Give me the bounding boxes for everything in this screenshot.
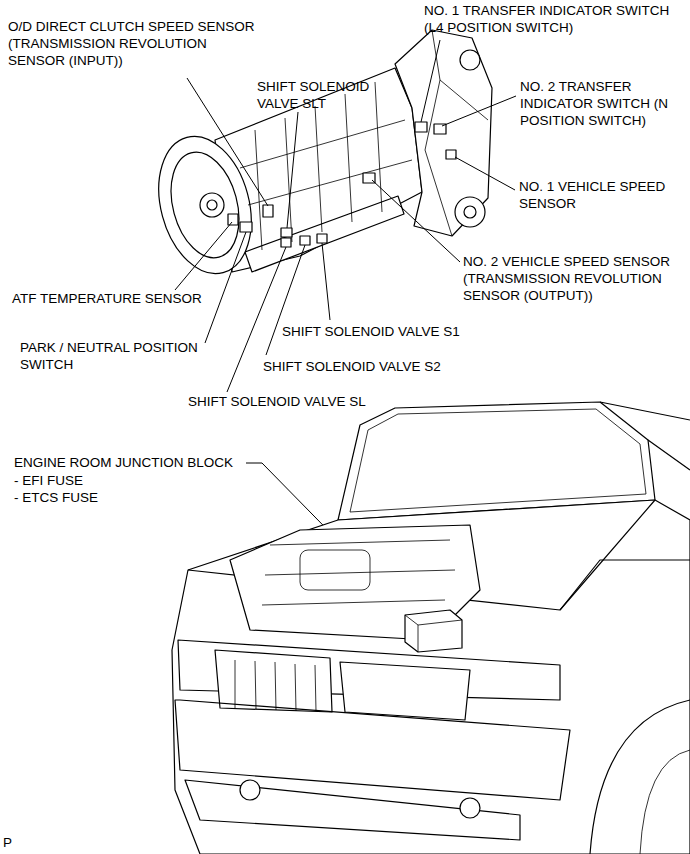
leader-line — [455, 157, 515, 190]
part-label: NO. 1 VEHICLE SPEED SENSOR — [519, 178, 679, 212]
leader-line — [421, 40, 440, 122]
vehicle-drawing — [172, 402, 690, 854]
windshield — [350, 409, 646, 512]
junction-block-edge — [405, 615, 462, 652]
fog-light — [240, 780, 260, 800]
part-label: NO. 2 VEHICLE SPEED SENSOR (TRANSMISSION… — [463, 253, 678, 304]
part-label: O/D DIRECT CLUTCH SPEED SENSOR (TRANSMIS… — [8, 18, 266, 69]
part-label: P — [3, 834, 12, 851]
output-flange-center — [464, 206, 476, 218]
bell-housing-rim — [160, 145, 250, 266]
od-clutch-sensor — [263, 205, 273, 217]
input-shaft — [200, 193, 224, 217]
s1-solenoid — [317, 234, 327, 243]
headlight — [340, 662, 470, 720]
bell-housing — [144, 126, 265, 284]
leader-line — [372, 180, 460, 262]
part-label: SHIFT SOLENOID VALVE S2 — [263, 358, 441, 375]
output-flange — [455, 197, 485, 227]
part-label: NO. 2 TRANSFER INDICATOR SWITCH (N POSIT… — [520, 78, 672, 129]
leader-line — [287, 112, 298, 228]
l4-switch — [415, 122, 427, 132]
part-label: - EFI FUSE — [14, 472, 83, 489]
roof-line — [600, 402, 690, 470]
fender-line — [560, 560, 690, 610]
leader-line — [187, 78, 268, 206]
lower-bumper — [185, 780, 520, 840]
grille-bars — [235, 660, 316, 711]
transfer-case-lines — [425, 30, 488, 236]
grille — [215, 650, 332, 712]
slt-solenoid — [281, 228, 292, 237]
part-label: PARK / NEUTRAL POSITION SWITCH — [20, 339, 210, 373]
atf-temp-sensor — [228, 214, 238, 225]
engine-detail — [262, 540, 455, 605]
part-label: NO. 1 TRANSFER INDICATOR SWITCH (L4 POSI… — [424, 2, 676, 36]
leader-line — [442, 96, 516, 126]
case-lines — [240, 120, 412, 205]
vehicle-body — [172, 500, 690, 854]
part-label: SHIFT SOLENOID VALVE SLT — [257, 78, 382, 112]
windshield-frame — [338, 402, 655, 520]
part-label: ATF TEMPERATURE SENSOR — [12, 290, 202, 307]
fog-light — [460, 798, 480, 818]
part-label: SHIFT SOLENOID VALVE S1 — [282, 323, 460, 340]
vehicle-speed-sensor-1 — [446, 150, 456, 159]
sl-solenoid — [281, 238, 291, 247]
transmission-drawing — [144, 30, 492, 284]
leader-line — [205, 232, 246, 343]
input-shaft-center — [207, 200, 217, 210]
tire — [640, 750, 690, 854]
part-label: - ETCS FUSE — [14, 489, 98, 506]
front-output — [460, 50, 480, 70]
part-label: SHIFT SOLENOID VALVE SL — [188, 393, 366, 410]
part-label: ENGINE ROOM JUNCTION BLOCK — [14, 454, 233, 471]
s2-solenoid — [300, 236, 310, 245]
junction-block — [405, 610, 462, 652]
leader-line — [175, 222, 232, 290]
transfer-case — [395, 30, 492, 236]
wheel-arch — [590, 700, 690, 854]
leader-line — [322, 243, 330, 320]
oil-pan — [245, 196, 404, 272]
intake — [300, 550, 370, 590]
pn-switch — [240, 222, 252, 232]
